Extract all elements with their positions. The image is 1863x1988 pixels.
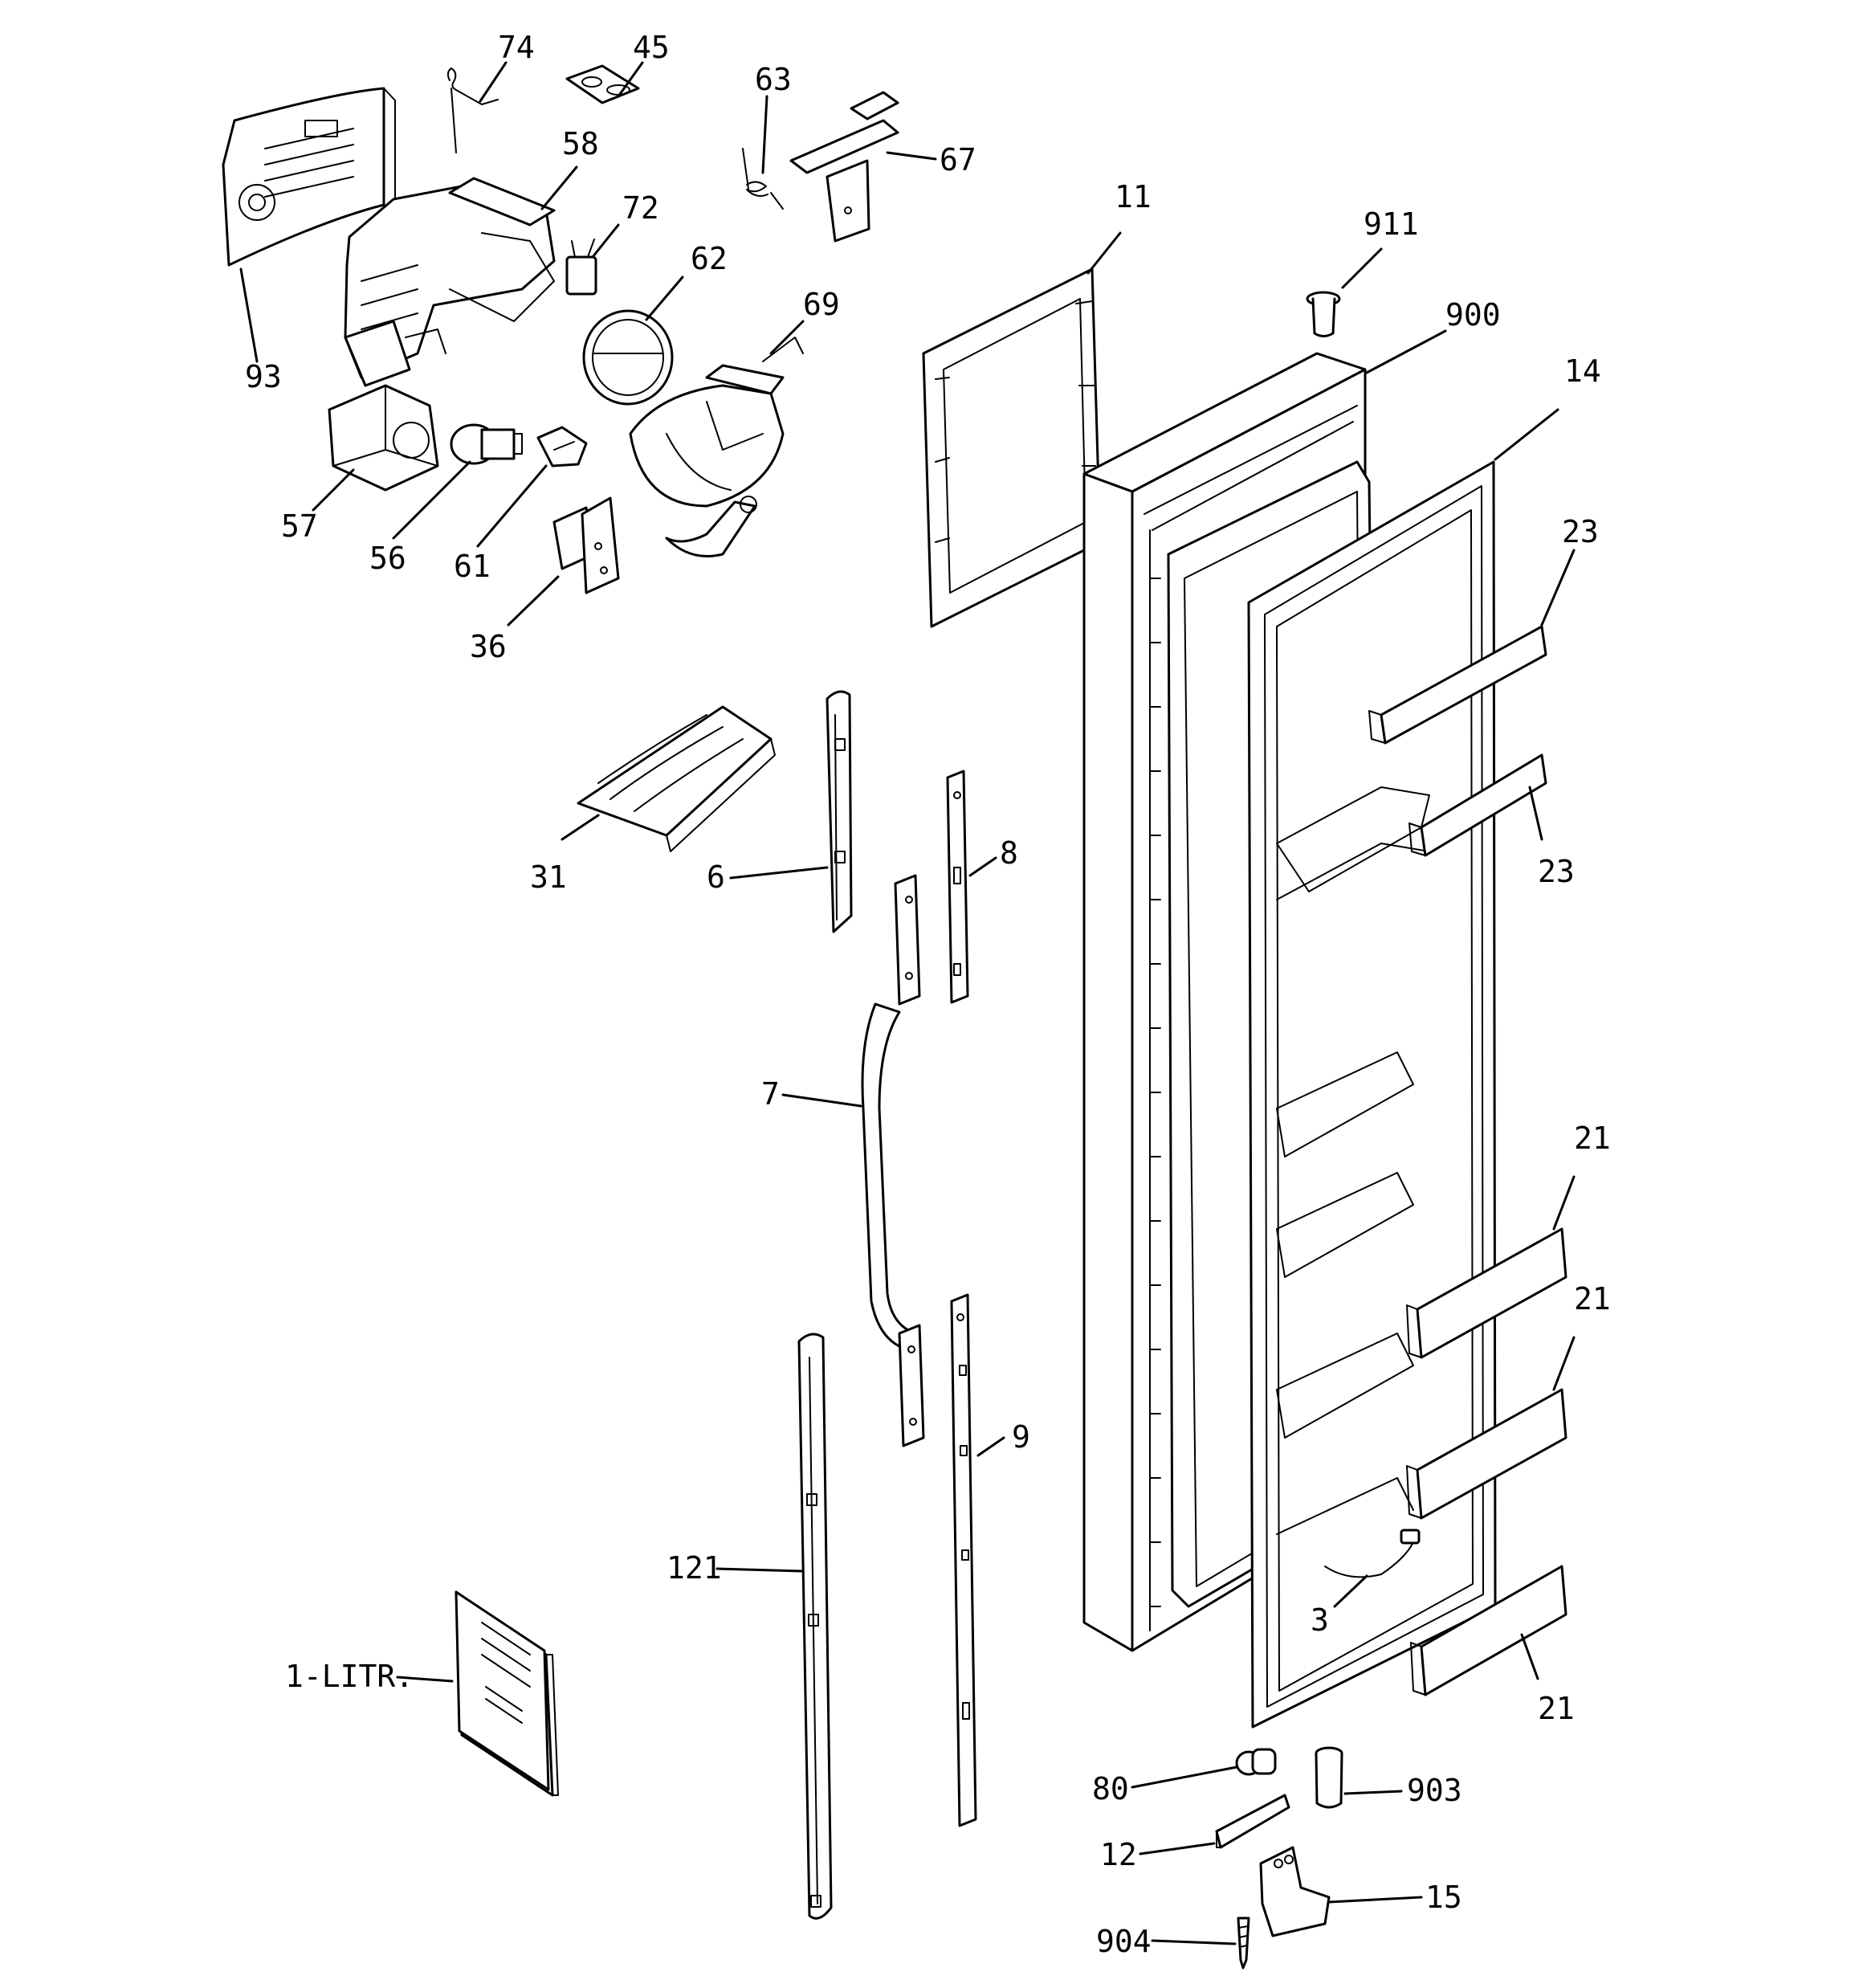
callout-903: 903 xyxy=(1407,1773,1462,1808)
part-6-handle-trim-upper xyxy=(826,690,853,933)
part-58-dispenser-housing xyxy=(344,177,556,387)
callout-15: 15 xyxy=(1425,1880,1462,1915)
callout-58: 58 xyxy=(562,126,599,161)
part-21-shelf-trim-3 xyxy=(1410,1565,1567,1696)
part-8-handle-mount-strip-upper xyxy=(946,769,969,1004)
callout-labels: 74 45 63 67 58 72 62 69 93 57 56 61 36 1… xyxy=(245,30,1611,1959)
callout-8: 8 xyxy=(1000,835,1018,871)
callout-80: 80 xyxy=(1092,1771,1129,1806)
callout-23-upper: 23 xyxy=(1562,514,1599,549)
callout-904: 904 xyxy=(1096,1924,1152,1959)
part-121-handle-trim-lower xyxy=(797,1333,833,1920)
part-904-screw xyxy=(1237,1917,1250,1970)
leader-lines xyxy=(239,61,1576,1945)
part-3-wire-harness xyxy=(1324,1529,1421,1578)
callout-56: 56 xyxy=(369,541,406,576)
part-903-hinge-pin xyxy=(1315,1746,1343,1809)
part-57-motor-cover xyxy=(328,384,439,492)
callout-12: 12 xyxy=(1100,1837,1137,1872)
callout-61: 61 xyxy=(454,549,491,584)
part-11-dispenser-cover xyxy=(922,267,1102,628)
part-62-gear-ring xyxy=(582,309,674,406)
callout-3: 3 xyxy=(1311,1602,1329,1638)
callout-9: 9 xyxy=(1012,1419,1030,1455)
part-72-switch xyxy=(565,239,597,296)
part-7-door-handle xyxy=(861,874,925,1447)
callout-72: 72 xyxy=(622,190,659,226)
part-67-actuator-arm xyxy=(789,91,899,243)
part-12-hinge-shim xyxy=(1215,1794,1290,1849)
callout-21-upper: 21 xyxy=(1574,1121,1611,1156)
part-63-spring xyxy=(742,148,784,210)
part-21-shelf-trim-1 xyxy=(1406,1227,1567,1359)
callout-11: 11 xyxy=(1115,179,1152,214)
callout-93: 93 xyxy=(245,359,282,394)
callout-23-lower: 23 xyxy=(1538,854,1575,889)
callout-69: 69 xyxy=(803,287,840,322)
part-31-drip-tray xyxy=(577,705,776,852)
part-80-bushing xyxy=(1235,1748,1277,1776)
part-1-litr-literature xyxy=(455,1590,559,1797)
callout-31: 31 xyxy=(530,859,567,895)
callout-45: 45 xyxy=(633,30,670,65)
callout-911: 911 xyxy=(1364,206,1419,242)
part-911-bushing xyxy=(1306,291,1341,337)
callout-7: 7 xyxy=(761,1076,780,1112)
part-15-bottom-hinge xyxy=(1259,1846,1331,1937)
part-61-coupler xyxy=(536,426,588,467)
callout-14: 14 xyxy=(1564,353,1601,389)
callout-63: 63 xyxy=(755,62,792,97)
part-56-solenoid xyxy=(450,423,523,465)
part-21-shelf-trim-2 xyxy=(1406,1388,1567,1520)
callout-21-lower: 21 xyxy=(1538,1691,1575,1726)
callout-121: 121 xyxy=(667,1550,722,1586)
part-9-handle-mount-strip-lower xyxy=(950,1293,977,1827)
part-23-shelf-trim-lower xyxy=(1408,753,1547,857)
callout-62: 62 xyxy=(691,241,728,276)
callout-900: 900 xyxy=(1445,297,1501,333)
callout-21-middle: 21 xyxy=(1574,1281,1611,1316)
part-36-bracket xyxy=(552,496,620,594)
part-74-spring xyxy=(446,67,499,153)
part-23-shelf-trim-upper xyxy=(1368,625,1547,745)
part-69-ice-chute xyxy=(629,337,804,557)
callout-6: 6 xyxy=(707,859,725,895)
part-14-door-gasket xyxy=(1247,460,1497,1729)
callout-1-litr: 1-LITR. xyxy=(285,1659,414,1694)
callout-57: 57 xyxy=(281,508,318,544)
callout-67: 67 xyxy=(940,142,976,178)
callout-36: 36 xyxy=(470,629,507,664)
callout-74: 74 xyxy=(498,30,535,65)
